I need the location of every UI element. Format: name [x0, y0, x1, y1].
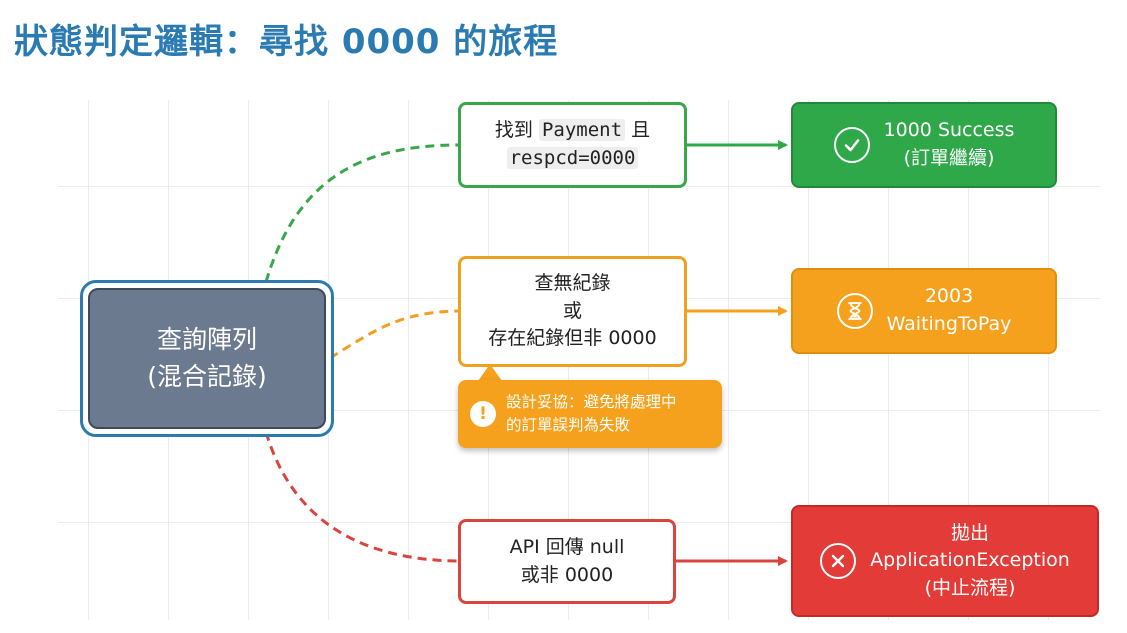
result-waiting-line-2: WaitingToPay — [886, 313, 1012, 335]
result-waiting-line-1: 2003 — [924, 285, 974, 308]
design-note-line-2: 的訂單誤判為失敗 — [506, 416, 631, 434]
result-success: 1000 Success (訂單繼續) — [791, 102, 1057, 188]
result-waiting: 2003 WaitingToPay — [791, 268, 1057, 354]
result-success-line-2: (訂單繼續) — [903, 147, 995, 169]
condition-success: 找到 Payment 且 respcd=0000 — [458, 102, 687, 188]
condition-waiting-line-3: 存在紀錄但非 0000 — [488, 327, 657, 350]
condition-exception-line-1: API 回傳 null — [509, 535, 625, 558]
condition-success-line-1: 找到 Payment 且 — [495, 117, 650, 145]
condition-exception: API 回傳 null 或非 0000 — [458, 519, 676, 604]
dashed-link-green — [264, 143, 459, 283]
condition-exception-line-2: 或非 0000 — [520, 563, 614, 586]
source-line-1: 查詢陣列 — [156, 325, 257, 355]
condition-waiting-line-1: 查無紀錄 — [534, 272, 611, 295]
exclamation-icon: ! — [470, 401, 496, 427]
condition-waiting-line-2: 或 — [562, 299, 582, 322]
condition-success-prefix: 找到 — [494, 119, 533, 142]
result-exception-line-2: ApplicationException — [870, 549, 1070, 572]
condition-success-suffix: 且 — [631, 119, 651, 142]
hourglass-icon — [836, 293, 873, 329]
note-pointer — [478, 364, 502, 381]
result-success-line-1: 1000 Success — [883, 119, 1015, 142]
source-line-2: (混合記錄) — [147, 361, 267, 391]
condition-success-code-respcd: respcd=0000 — [506, 147, 639, 169]
result-exception-line-1: 拋出 — [950, 521, 989, 544]
design-note-line-1: 設計妥協：避免將處理中 — [506, 392, 677, 411]
x-circle-icon — [820, 543, 857, 579]
condition-success-line-2: respcd=0000 — [506, 145, 639, 173]
condition-success-code-payment: Payment — [538, 119, 626, 142]
design-note: ! 設計妥協：避免將處理中 的訂單誤判為失敗 — [458, 380, 722, 448]
dashed-link-orange — [329, 309, 459, 360]
dashed-link-red — [264, 431, 459, 563]
check-circle-icon — [833, 127, 870, 163]
result-exception: 拋出 ApplicationException (中止流程) — [791, 505, 1099, 617]
condition-waiting: 查無紀錄 或 存在紀錄但非 0000 — [458, 256, 687, 367]
source-node: 查詢陣列 (混合記錄) — [88, 288, 326, 429]
result-exception-line-3: (中止流程) — [924, 576, 1016, 599]
page-title: 狀態判定邏輯：尋找 0000 的旅程 — [14, 22, 559, 62]
